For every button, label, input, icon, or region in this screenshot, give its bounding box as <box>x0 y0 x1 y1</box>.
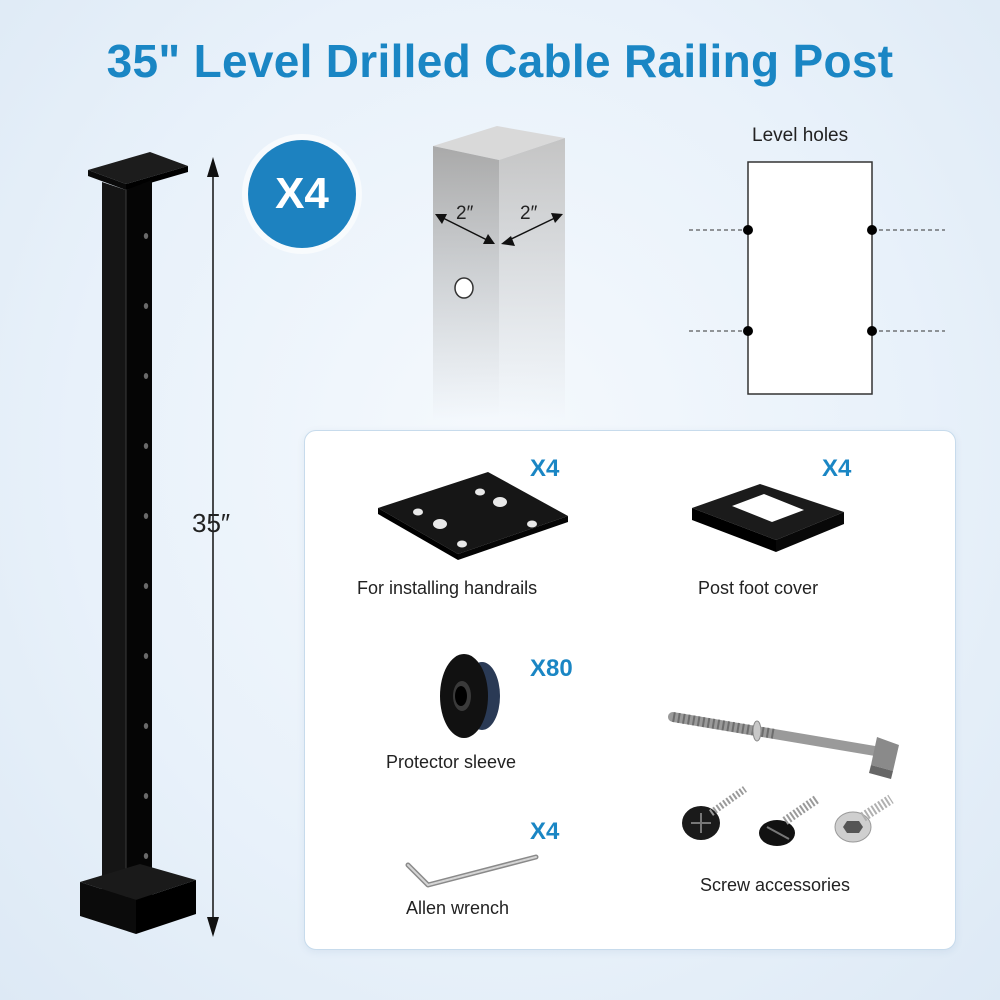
width-dimension-label: 2″ <box>456 203 474 224</box>
handrail-plate-icon <box>378 472 568 560</box>
page-title: 35" Level Drilled Cable Railing Post <box>106 35 894 87</box>
allen-wrench-quantity: X4 <box>530 818 560 845</box>
protector-sleeve-caption: Protector sleeve <box>386 752 517 772</box>
allen-wrench-caption: Allen wrench <box>406 898 510 918</box>
allen-wrench-icon <box>405 854 539 888</box>
height-label: 35″ <box>192 508 231 538</box>
post-foot-cover-icon <box>692 484 844 552</box>
quantity-badge: X4 <box>248 140 356 248</box>
depth-dimension-label: 2″ <box>520 203 538 224</box>
railing-post-illustration <box>80 152 196 934</box>
level-holes-diagram <box>689 161 945 395</box>
screw-accessories-icon <box>668 712 899 846</box>
handrail-plate-caption: For installing handrails <box>357 578 538 598</box>
post-foot-cover-caption: Post foot cover <box>698 578 819 598</box>
level-holes-title: Level holes <box>752 125 849 146</box>
protector-sleeve-quantity: X80 <box>530 655 573 682</box>
post-cross-section-illustration <box>433 126 565 420</box>
post-foot-cover-quantity: X4 <box>822 455 852 482</box>
height-dimension-arrow <box>207 157 219 937</box>
handrail-plate-quantity: X4 <box>530 455 560 482</box>
protector-sleeve-icon <box>440 654 500 738</box>
screw-accessories-caption: Screw accessories <box>700 875 851 895</box>
